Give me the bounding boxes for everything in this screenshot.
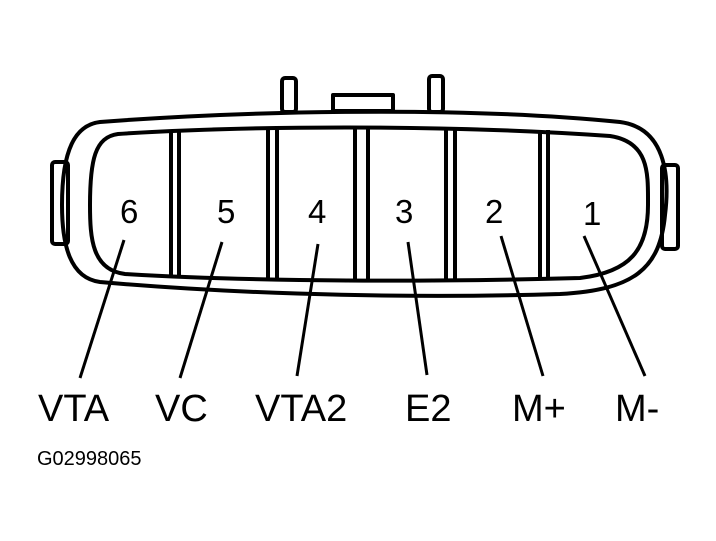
figure-id: G02998065 xyxy=(37,448,142,470)
pin-number-5: 5 xyxy=(217,193,235,230)
pin-number-3: 3 xyxy=(395,193,413,230)
pin-number-1: 1 xyxy=(583,195,601,232)
side-tab-right xyxy=(660,163,680,251)
pin-number-2: 2 xyxy=(485,193,503,230)
pin-label-vta2: VTA2 xyxy=(255,388,347,430)
top-latch-right xyxy=(427,74,445,114)
pin-number-6: 6 xyxy=(120,193,138,230)
side-tab-left xyxy=(50,160,70,246)
pin-label-vta: VTA xyxy=(38,388,110,430)
top-latch-left xyxy=(280,76,298,114)
pin-label-vc: VC xyxy=(155,388,208,430)
pin-label-m-plus: M+ xyxy=(512,388,566,430)
leader-lines xyxy=(78,235,647,379)
pin-label-m-minus: M- xyxy=(615,388,659,430)
pin-number-4: 4 xyxy=(308,193,326,230)
outer-housing xyxy=(60,109,669,298)
pin-label-e2: E2 xyxy=(405,388,451,430)
inner-cavity xyxy=(88,125,651,283)
top-latch-center xyxy=(331,93,395,113)
